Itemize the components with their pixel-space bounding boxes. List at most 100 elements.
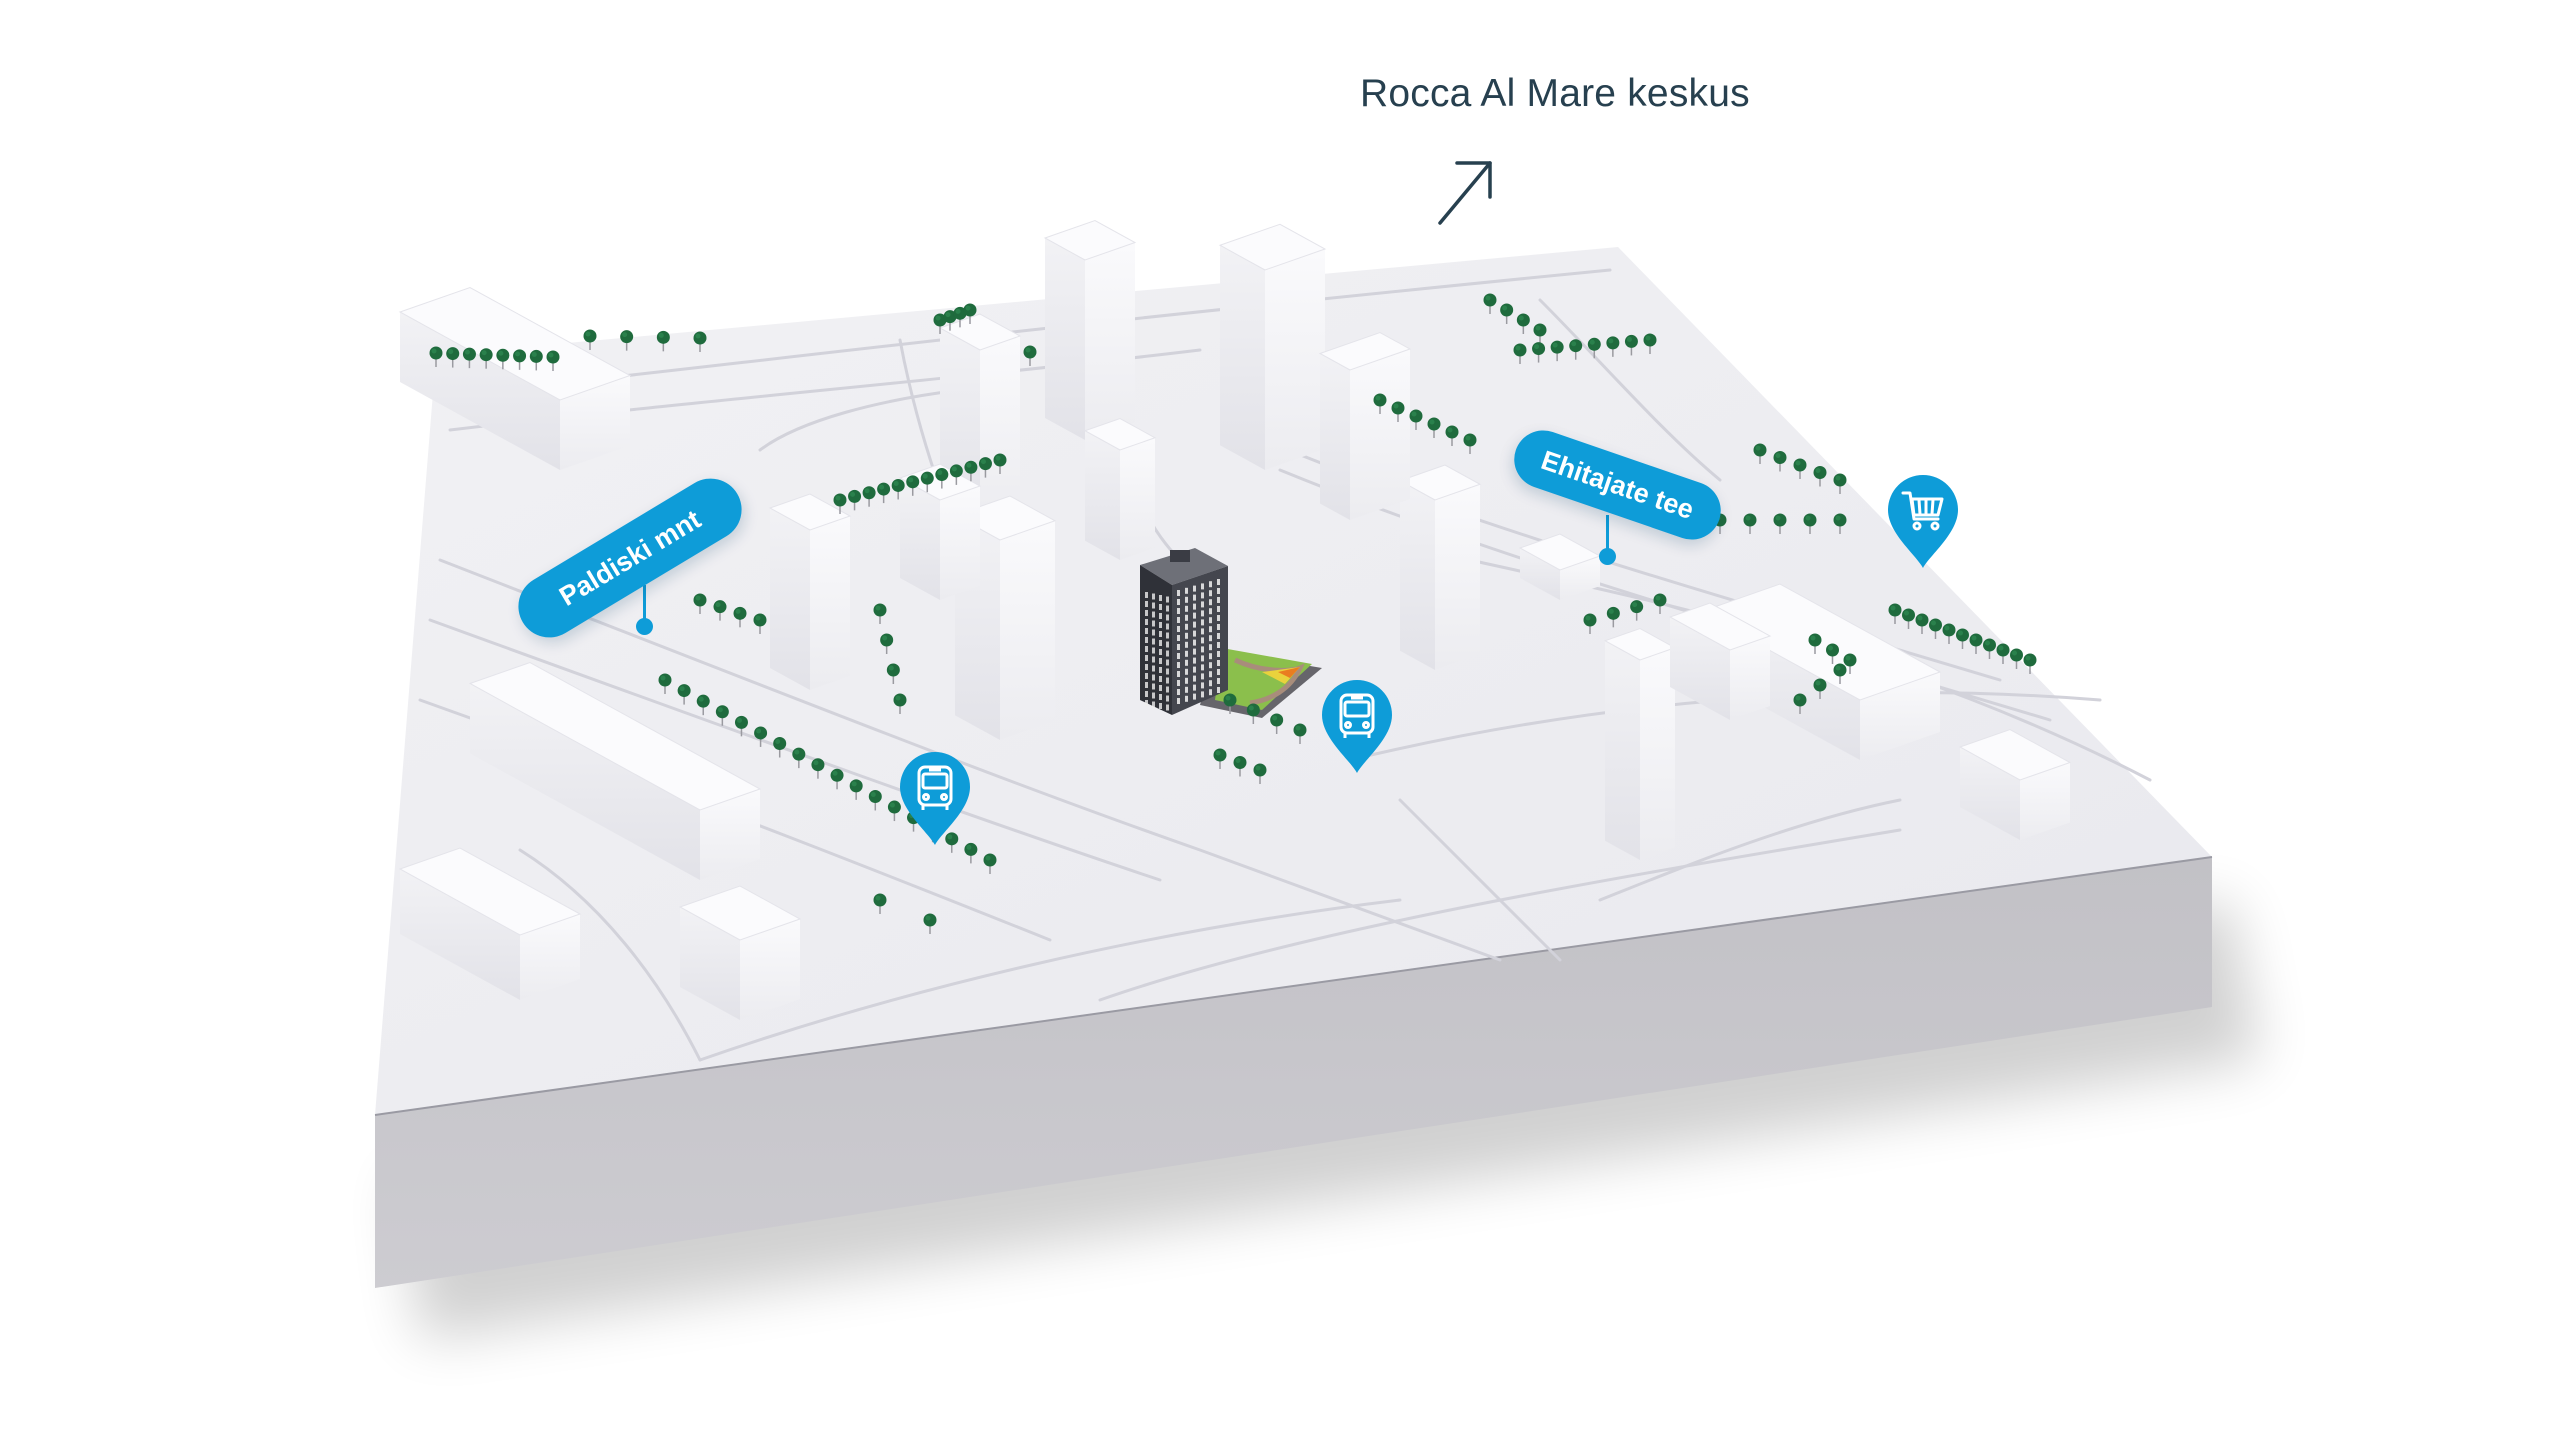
tree	[963, 303, 977, 324]
building-block	[1318, 331, 1412, 520]
tree	[462, 347, 476, 369]
tree	[1516, 313, 1530, 334]
shop-pin[interactable]	[1886, 473, 1960, 569]
tree	[496, 348, 510, 370]
tree	[848, 489, 862, 511]
tree	[945, 832, 959, 853]
tree	[833, 493, 847, 514]
tree	[693, 331, 707, 352]
tree	[583, 329, 597, 350]
tree	[1753, 443, 1767, 464]
tree	[964, 460, 978, 482]
tree	[849, 779, 863, 800]
tree	[753, 613, 767, 634]
tree	[1826, 643, 1839, 664]
tree	[1743, 513, 1757, 534]
tree	[620, 330, 634, 351]
tree	[887, 800, 901, 822]
tree	[446, 347, 460, 368]
tree	[830, 768, 844, 790]
tree	[1915, 613, 1929, 634]
tree	[734, 715, 748, 737]
tree	[1213, 748, 1227, 769]
tree	[920, 471, 934, 493]
tree	[2023, 653, 2037, 674]
tree	[1813, 678, 1827, 699]
tree	[891, 478, 905, 500]
tree	[923, 913, 937, 934]
tree	[2010, 648, 2023, 669]
tree	[1888, 603, 1902, 624]
tree	[658, 673, 672, 694]
arrow-up-right-icon	[1438, 161, 1492, 225]
tree	[978, 457, 992, 478]
tree	[715, 705, 729, 726]
bus-icon	[1322, 680, 1392, 773]
paldiski-label-dot	[636, 618, 653, 635]
building-block	[1603, 627, 1677, 860]
tree	[546, 350, 560, 371]
tree	[1833, 473, 1847, 494]
tree	[862, 486, 876, 507]
tree	[1843, 653, 1857, 674]
tree	[1606, 606, 1620, 628]
building-block	[1958, 728, 2072, 840]
tree	[1630, 600, 1644, 621]
tree	[677, 684, 691, 705]
bus-stop-pin[interactable]	[1320, 678, 1394, 774]
project-tower	[1140, 548, 1322, 718]
tree	[1808, 633, 1822, 654]
tree	[1929, 618, 1942, 639]
building-block	[1043, 219, 1137, 440]
tree	[1833, 513, 1847, 534]
tree	[1532, 342, 1546, 363]
tree	[1643, 333, 1657, 354]
building-block	[1668, 602, 1772, 720]
tree	[1996, 643, 2010, 664]
tree	[983, 853, 997, 874]
tree	[1773, 513, 1787, 534]
bus-stop-pin[interactable]	[898, 750, 972, 846]
tree	[1569, 339, 1583, 360]
tree	[1803, 513, 1817, 534]
bus-icon	[900, 752, 970, 845]
tree	[964, 842, 978, 864]
tree	[953, 306, 967, 328]
tree	[696, 694, 710, 716]
tree	[1902, 608, 1915, 629]
building-block	[898, 463, 982, 600]
building-block	[1398, 464, 1482, 670]
building-block	[398, 847, 582, 1000]
tree	[733, 606, 747, 628]
paldiski-label-stem	[643, 585, 646, 623]
ehitajate-label-dot	[1599, 548, 1616, 565]
tree	[1463, 433, 1477, 454]
tree	[1833, 663, 1847, 684]
tree	[993, 453, 1007, 474]
tree	[479, 348, 493, 369]
building-block	[1218, 223, 1327, 470]
tree	[792, 747, 806, 769]
tree	[1270, 713, 1284, 734]
tree	[1483, 293, 1497, 314]
tree	[513, 349, 527, 370]
building-block	[1518, 533, 1602, 600]
tree	[1550, 340, 1564, 362]
tree	[1969, 633, 1983, 654]
tree	[1500, 303, 1514, 324]
tree	[1983, 638, 1996, 659]
building-block	[1083, 417, 1157, 560]
buildings	[398, 219, 2072, 1020]
tree	[1793, 693, 1807, 714]
tree	[1445, 425, 1459, 446]
tree	[1653, 593, 1667, 614]
shopping-cart-icon	[1888, 475, 1958, 568]
tree	[943, 310, 957, 331]
tree	[656, 330, 670, 352]
tree	[1233, 756, 1247, 777]
building-block	[468, 661, 762, 880]
tree	[873, 893, 887, 914]
tree	[1023, 345, 1037, 366]
tree	[880, 633, 894, 654]
tree	[1373, 393, 1387, 414]
